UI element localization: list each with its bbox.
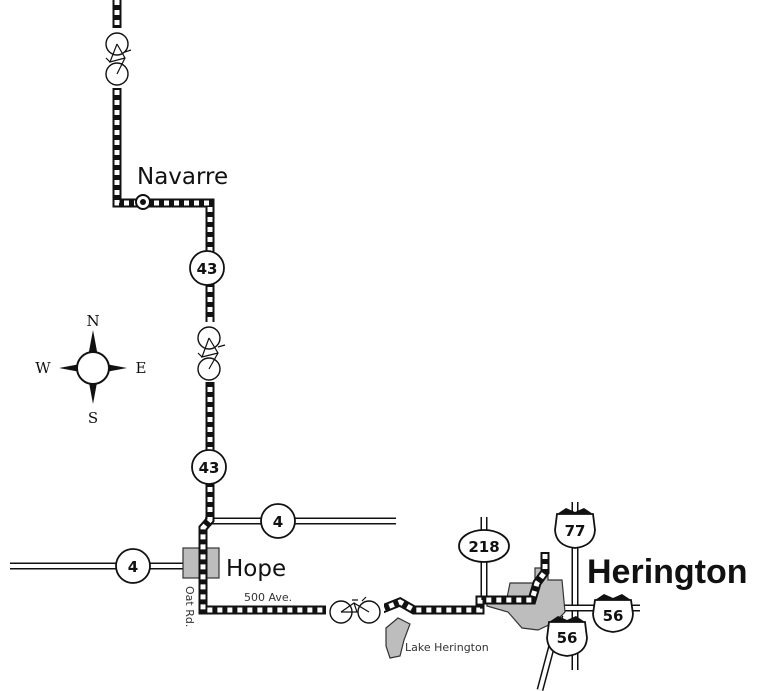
route-43-label: 43 <box>197 260 218 278</box>
route-43-shield-south: 43 <box>191 449 227 485</box>
herington-label: Herington <box>587 553 748 591</box>
route-43-label: 43 <box>199 459 220 477</box>
route-43-shield-north: 43 <box>189 250 225 286</box>
route-4-label: 4 <box>273 513 283 531</box>
bike-route <box>112 0 550 615</box>
us-56-shield-east: 56 <box>592 594 634 633</box>
bicycle-icon <box>196 322 226 382</box>
bicycle-icon <box>326 596 384 626</box>
compass-south-label: S <box>88 409 98 427</box>
compass-north-label: N <box>86 312 99 330</box>
us-56-label: 56 <box>557 629 578 647</box>
bicycle-icon <box>103 28 132 88</box>
route-218-label: 218 <box>468 538 499 556</box>
route-218-shield: 218 <box>458 529 510 563</box>
oat-rd-label: Oat Rd. <box>183 586 196 627</box>
us-56-shield-south: 56 <box>546 616 588 657</box>
500-ave-label: 500 Ave. <box>244 591 292 604</box>
route-4-shield-east: 4 <box>260 503 296 539</box>
navarre-town-marker <box>135 194 151 210</box>
compass-west-label: W <box>35 359 51 377</box>
route-4-shield-west: 4 <box>115 548 151 584</box>
lake-herington-label: Lake Herington <box>405 641 489 654</box>
us-56-label: 56 <box>603 607 624 625</box>
compass-rose: N S W E <box>35 312 146 427</box>
us-77-shield: 77 <box>554 508 596 549</box>
hope-label: Hope <box>226 556 286 582</box>
compass-east-label: E <box>136 359 147 377</box>
us-77-label: 77 <box>565 522 586 540</box>
navarre-label: Navarre <box>137 164 228 190</box>
route-4-label: 4 <box>128 558 138 576</box>
lake-herington-area <box>385 617 411 659</box>
